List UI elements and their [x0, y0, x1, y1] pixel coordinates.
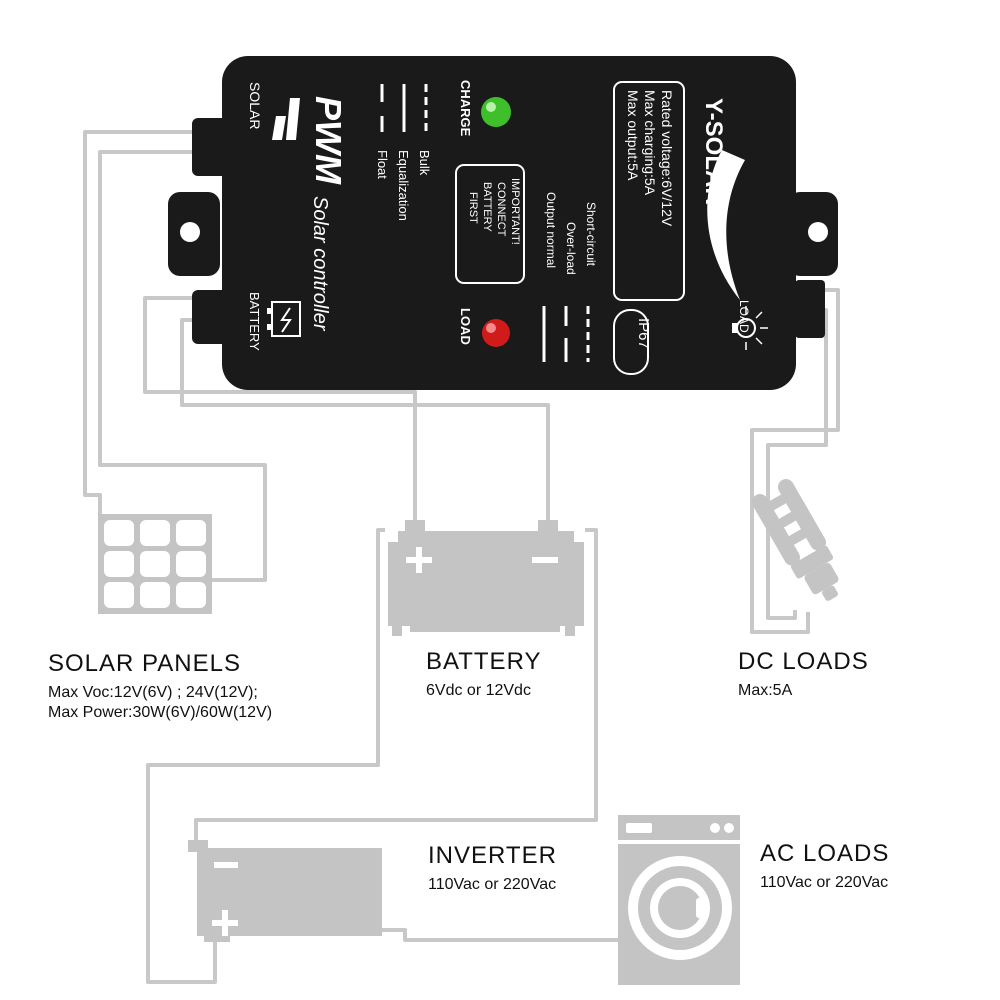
charge-led-label: CHARGE — [458, 80, 473, 137]
solar-panel — [98, 514, 212, 614]
warning-line-4: FIRST — [467, 192, 479, 224]
washing-machine-icon — [618, 815, 740, 985]
spec-max-charging: Max charging:5A — [642, 90, 658, 196]
battery-voltage: 6Vdc or 12Vdc — [426, 682, 531, 699]
wire-inverter-ac — [380, 928, 622, 942]
cfl-bulb-icon — [752, 479, 839, 601]
load-mode-over-load: Over-load — [564, 222, 578, 275]
ac-loads-caption: AC LOADS 110Vac or 220Vac — [760, 840, 889, 892]
battery-caption: BATTERY 6Vdc or 12Vdc — [426, 648, 541, 700]
light-bulb-icon — [732, 306, 768, 350]
ip-rating-label: IP67 — [635, 318, 652, 349]
solar-panels-caption: SOLAR PANELS Max Voc:12V(6V) ; 24V(12V);… — [48, 650, 272, 722]
inverter-plus-icon — [212, 910, 238, 936]
charge-mode-float: Float — [375, 150, 390, 179]
spec-rated-voltage: Rated voltage:6V/12V — [659, 90, 675, 227]
solar-panels-title: SOLAR PANELS — [48, 650, 241, 677]
inverter-minus-icon — [214, 862, 238, 868]
inverter-icon — [188, 840, 382, 942]
brand-logo: Y-SOLAR — [700, 98, 727, 205]
battery-port-label: BATTERY — [247, 292, 262, 351]
dc-loads-caption: DC LOADS Max:5A — [738, 648, 869, 700]
dc-loads-title: DC LOADS — [738, 648, 869, 675]
spec-max-output: Max output:5A — [625, 90, 641, 181]
charge-mode-indicators — [380, 84, 428, 132]
solar-panel-icon — [272, 98, 300, 140]
brand-swoosh-icon — [707, 150, 745, 300]
load-mode-output-normal: Output normal — [544, 192, 558, 268]
warning-line-1: IMPORTANT! — [509, 178, 521, 245]
warning-line-2: CONNECT — [495, 182, 507, 237]
ip-rating-badge — [613, 309, 649, 375]
model-label: PWM — [308, 96, 349, 185]
specs-box — [613, 81, 685, 301]
solar-panels-voc: Max Voc:12V(6V) ; 24V(12V); — [48, 684, 258, 701]
solar-controller-device: SOLAR BATTERY PWM Solar controller — [168, 56, 838, 390]
charge-led-indicator — [481, 97, 511, 127]
battery-icon — [388, 520, 584, 636]
load-led-label: LOAD — [458, 308, 473, 345]
load-port-label: LOAD — [737, 300, 751, 333]
wire-battery-pos — [143, 296, 417, 528]
inverter-caption: INVERTER 110Vac or 220Vac — [428, 842, 557, 894]
ac-loads-title: AC LOADS — [760, 840, 890, 867]
wire-battery-inverter-2 — [194, 528, 598, 842]
load-mode-indicators — [542, 306, 590, 362]
warning-line-3: BATTERY — [481, 182, 493, 232]
wire-battery-neg — [180, 318, 550, 528]
dc-loads-max: Max:5A — [738, 682, 793, 699]
wiring — [83, 130, 840, 984]
inverter-title: INVERTER — [428, 842, 557, 869]
wire-solar-1 — [83, 130, 205, 515]
solar-panels-power: Max Power:30W(6V)/60W(12V) — [48, 704, 273, 721]
wire-battery-inverter-1 — [146, 528, 385, 984]
battery-plus-icon — [406, 547, 432, 573]
solar-port-label: SOLAR — [247, 82, 263, 129]
battery-title: BATTERY — [426, 648, 542, 675]
warning-box — [455, 164, 525, 284]
battery-minus-icon — [532, 557, 558, 563]
wire-load-2 — [766, 308, 828, 620]
wire-load-1 — [750, 288, 840, 634]
controller-subtitle: Solar controller — [309, 196, 331, 332]
ac-loads-voltage: 110Vac or 220Vac — [760, 874, 889, 891]
wire-solar-2 — [98, 150, 267, 582]
load-led-indicator — [482, 319, 510, 347]
battery-port-icon — [267, 301, 301, 337]
load-mode-short-circuit: Short-circuit — [584, 202, 598, 267]
charge-mode-equalization: Equalization — [396, 150, 411, 221]
charge-mode-bulk: Bulk — [417, 150, 432, 176]
inverter-voltage: 110Vac or 220Vac — [428, 876, 557, 893]
